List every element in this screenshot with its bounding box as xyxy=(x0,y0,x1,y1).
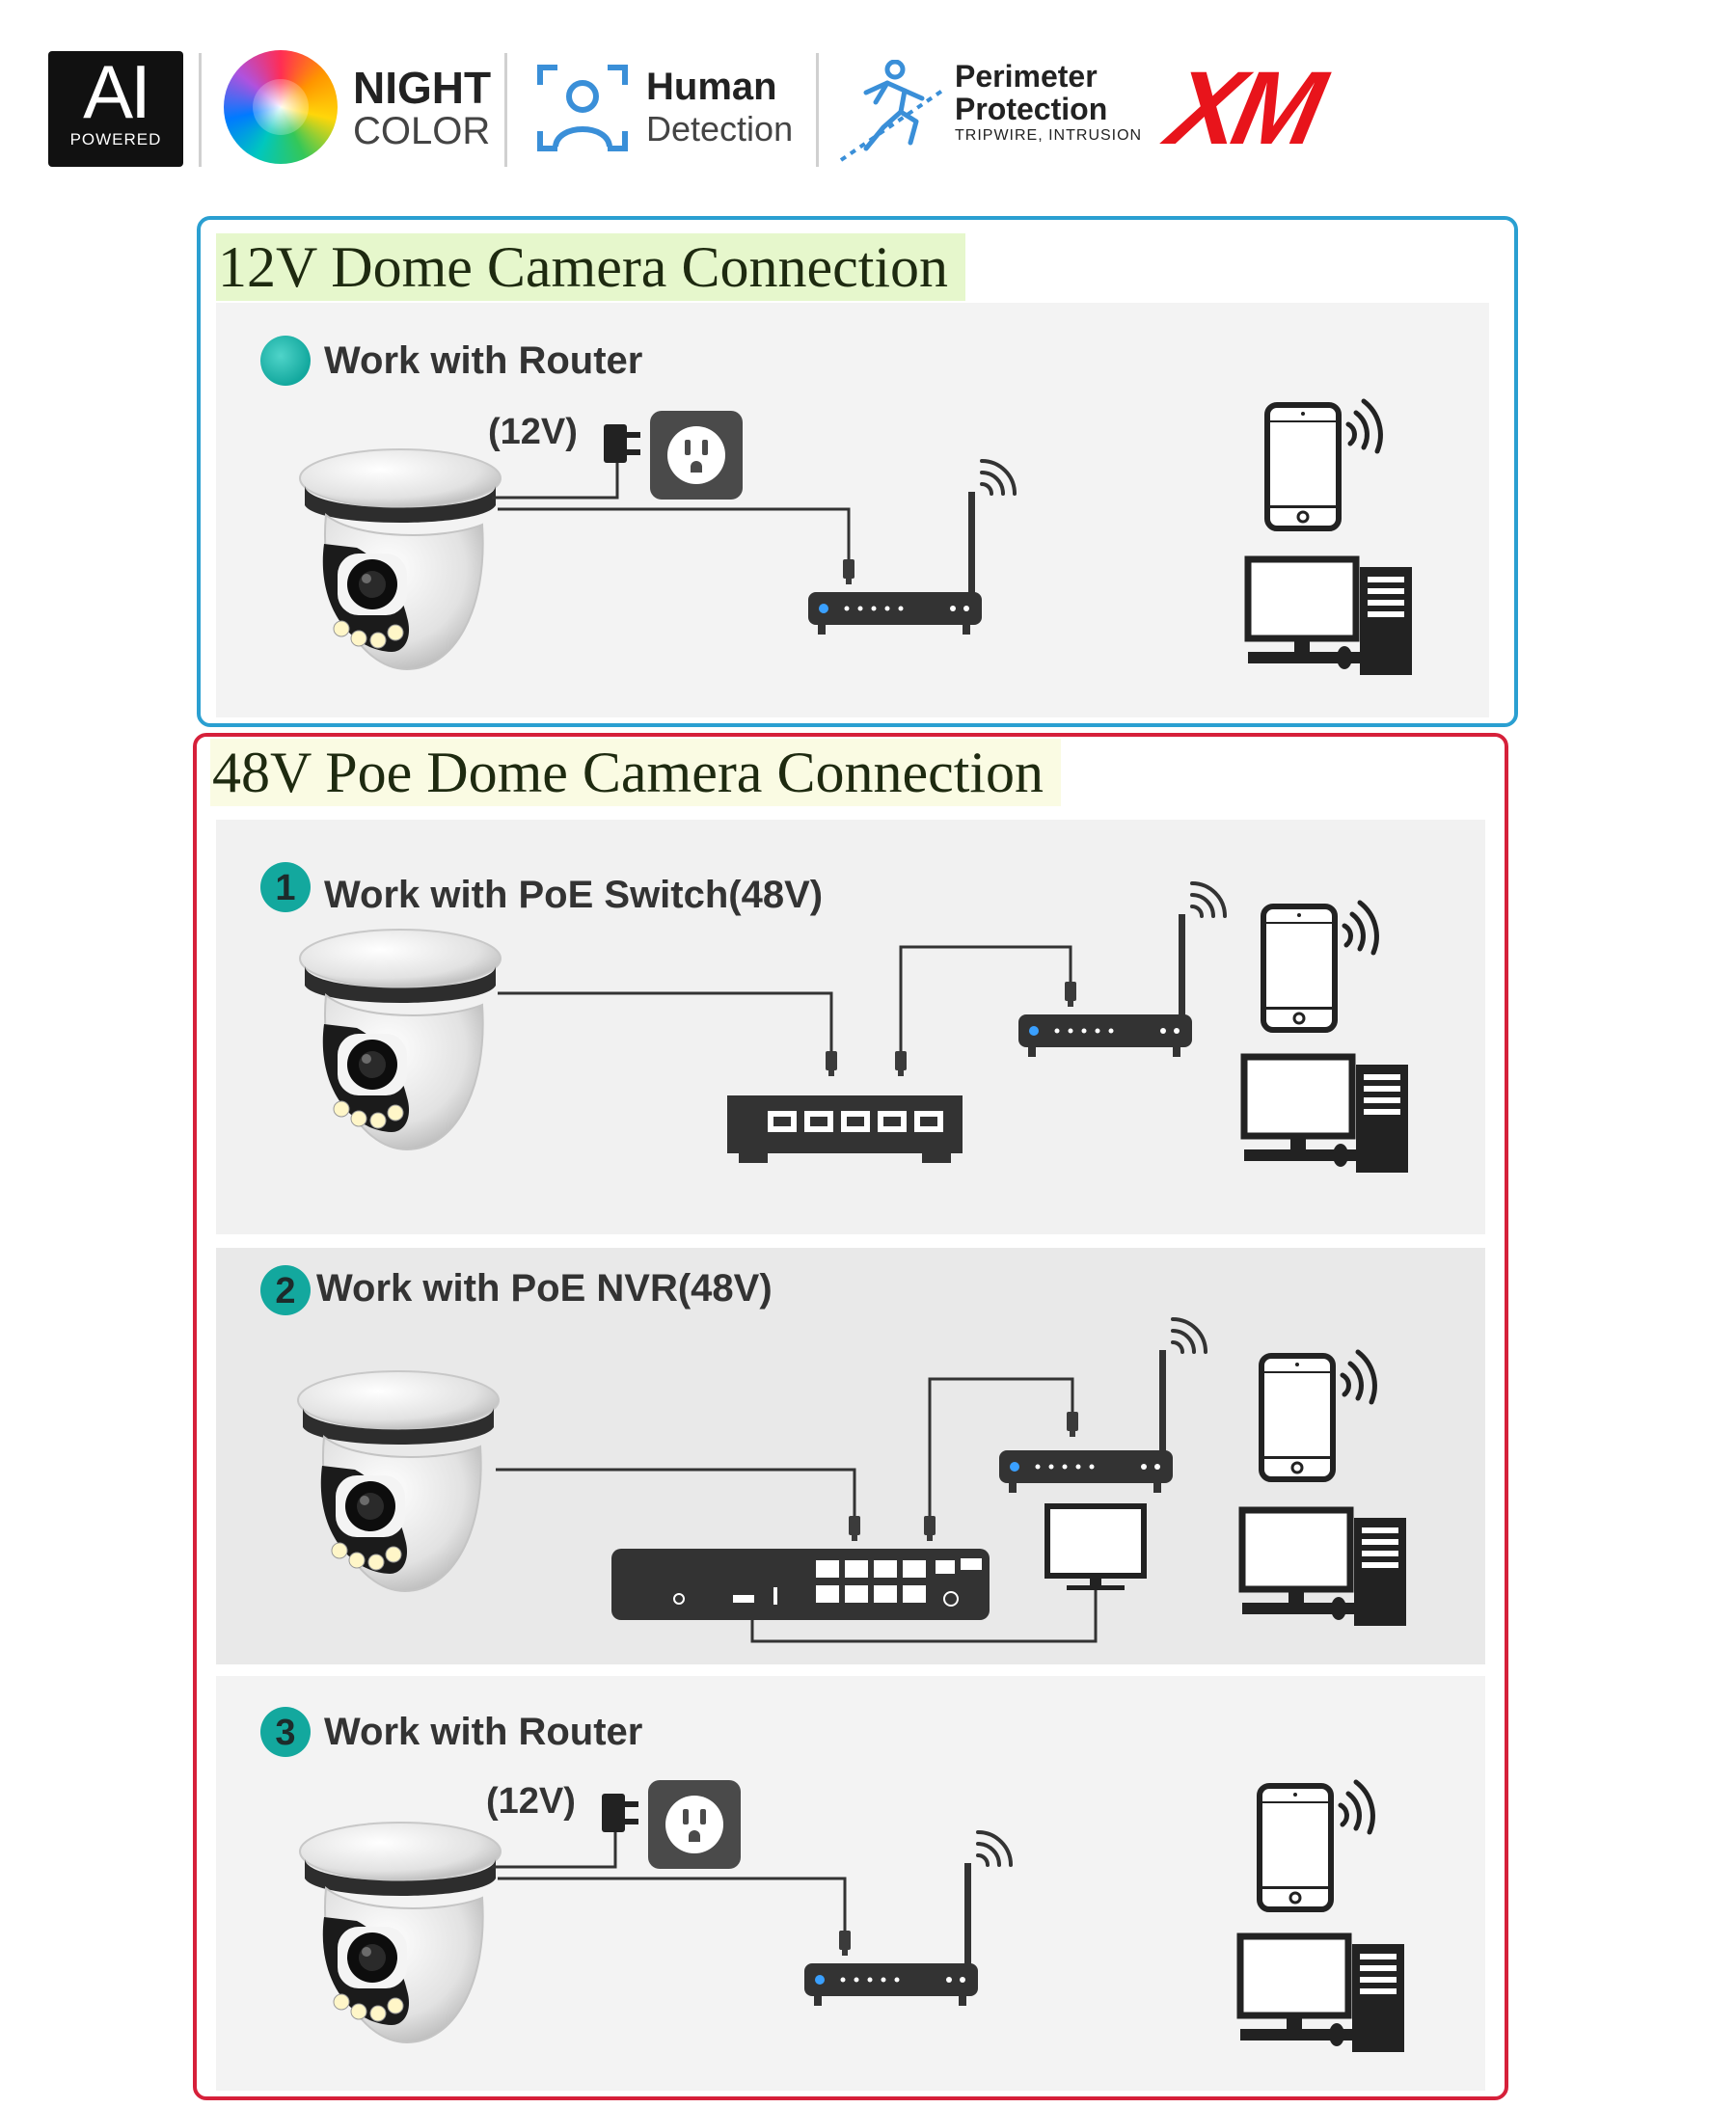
human-detection-icon xyxy=(537,65,628,151)
power-adapter-icon xyxy=(602,1780,741,1869)
step-number-badge: 3 xyxy=(260,1707,311,1757)
divider xyxy=(199,53,202,167)
panel-1-label: Work with PoE Switch(48V) xyxy=(324,874,824,916)
step-number-badge: 1 xyxy=(260,862,311,912)
power-adapter-icon xyxy=(604,411,743,500)
rj45-connector-icon xyxy=(1065,982,1076,1007)
panel-2-label: Work with PoE NVR(48V) xyxy=(316,1267,773,1310)
step-number-badge: 2 xyxy=(260,1265,311,1315)
perimeter-line1: Perimeter xyxy=(955,59,1098,94)
desktop-computer-icon xyxy=(1242,1510,1406,1626)
diagram-48v-router: (12V) xyxy=(299,1774,1427,2064)
night-color-line1: NIGHT xyxy=(353,63,492,113)
desktop-computer-icon xyxy=(1240,1936,1404,2052)
human-detection-line2: Detection xyxy=(646,109,794,149)
rj45-connector-icon xyxy=(826,1051,837,1076)
power-label-12v: (12V) xyxy=(488,412,578,452)
human-detection-line1: Human xyxy=(646,66,777,108)
ai-badge-sub: POWERED xyxy=(69,130,162,149)
panel-3-label: Work with Router xyxy=(324,1711,643,1753)
smartphone-icon xyxy=(1267,401,1380,528)
rj45-connector-icon xyxy=(895,1051,907,1076)
dome-camera-icon xyxy=(299,929,502,1150)
router-icon xyxy=(802,1830,1013,2008)
panel-12v-label: Work with Router xyxy=(324,339,643,382)
smartphone-icon xyxy=(1263,903,1376,1030)
desktop-computer-icon xyxy=(1244,1057,1408,1173)
section-12v-frame xyxy=(197,216,1518,727)
smartphone-icon xyxy=(1261,1352,1374,1479)
router-icon xyxy=(806,459,1017,636)
diagram-12v-router: (12V) xyxy=(299,405,1427,694)
rj45-connector-icon xyxy=(843,559,854,584)
router-icon xyxy=(1017,881,1227,1059)
rj45-connector-icon xyxy=(924,1516,936,1541)
perimeter-label: Perimeter Protection TRIPWIRE, INTRUSION xyxy=(955,60,1142,147)
section-48v-frame xyxy=(193,733,1508,2100)
human-detection-label: Human Detection xyxy=(646,66,793,150)
power-label-12v: (12V) xyxy=(486,1781,576,1822)
nvr-icon xyxy=(611,1549,990,1620)
dome-camera-icon xyxy=(299,448,502,670)
night-color-orb-icon xyxy=(224,50,338,164)
section-48v-title: 48V Poe Dome Camera Connection xyxy=(210,739,1062,806)
brand-logo: XM xyxy=(1159,49,1329,166)
rj45-connector-icon xyxy=(839,1931,851,1956)
poe-switch-icon xyxy=(727,1095,963,1163)
rj45-connector-icon xyxy=(849,1516,860,1541)
section-12v-title: 12V Dome Camera Connection xyxy=(216,233,966,301)
perimeter-runner-icon xyxy=(839,60,947,162)
ai-badge-icon: AI POWERED xyxy=(48,51,183,167)
night-color-label: NIGHT COLOR xyxy=(353,66,491,152)
diagram-poe-switch xyxy=(299,881,1427,1196)
diagram-poe-nvr xyxy=(297,1317,1427,1643)
dome-camera-icon xyxy=(297,1370,500,1592)
desktop-computer-icon xyxy=(1248,559,1412,675)
step-bullet-icon xyxy=(260,336,311,386)
rj45-connector-icon xyxy=(1067,1412,1078,1437)
monitor-icon xyxy=(1044,1503,1147,1590)
ai-badge-main: AI xyxy=(83,49,151,134)
perimeter-line3: TRIPWIRE, INTRUSION xyxy=(955,127,1143,144)
feature-badge-bar: AI POWERED NIGHT COLOR Human Detection P… xyxy=(0,0,1736,174)
smartphone-icon xyxy=(1260,1782,1372,1909)
night-color-line2: COLOR xyxy=(353,110,491,152)
perimeter-line2: Protection xyxy=(955,92,1108,126)
divider xyxy=(816,53,819,167)
divider xyxy=(504,53,507,167)
dome-camera-icon xyxy=(299,1822,502,2043)
